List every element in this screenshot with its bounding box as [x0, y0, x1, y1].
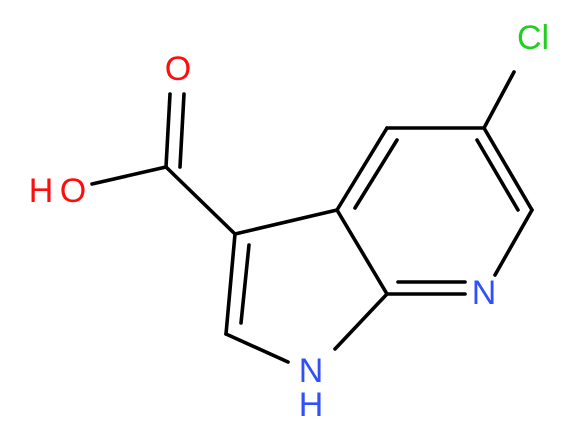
bond-c3a-c4	[335, 126, 389, 212]
pyrrole-nitrogen-label: N	[299, 352, 324, 390]
bond-c3-c2-inner	[239, 243, 251, 325]
hydroxyl-hydrogen-label: H	[29, 172, 54, 210]
bonds	[90, 70, 534, 364]
bond-c5-c6	[482, 126, 534, 212]
chlorine-label: Cl	[517, 19, 549, 57]
hydroxyl-oxygen-label: O	[60, 172, 86, 210]
bond-c7a-c3a	[335, 208, 389, 296]
bond-c2-n1	[224, 332, 290, 364]
pyrrole-hydrogen-label: H	[299, 386, 324, 424]
bond-c6-c6b	[475, 138, 520, 212]
bond-n1-c7a	[333, 292, 389, 351]
atom-labels: Cl N N H O H O	[29, 19, 549, 424]
bond-c5-cl	[482, 70, 516, 130]
bond-ccarboxyl-o-double-a	[164, 92, 172, 169]
bond-c3-ccarboxyl	[164, 165, 237, 236]
carbonyl-oxygen-label: O	[165, 50, 191, 88]
bond-c6-n7	[493, 208, 534, 277]
bond-ccarboxyl-oh	[90, 165, 168, 186]
bond-ccarboxyl-o-double-b	[178, 92, 186, 169]
pyridine-nitrogen-label: N	[472, 274, 497, 312]
bond-c3-c2	[224, 232, 237, 336]
bond-c3a-c4-inner	[353, 138, 399, 210]
bond-c3a-c3	[233, 208, 339, 236]
